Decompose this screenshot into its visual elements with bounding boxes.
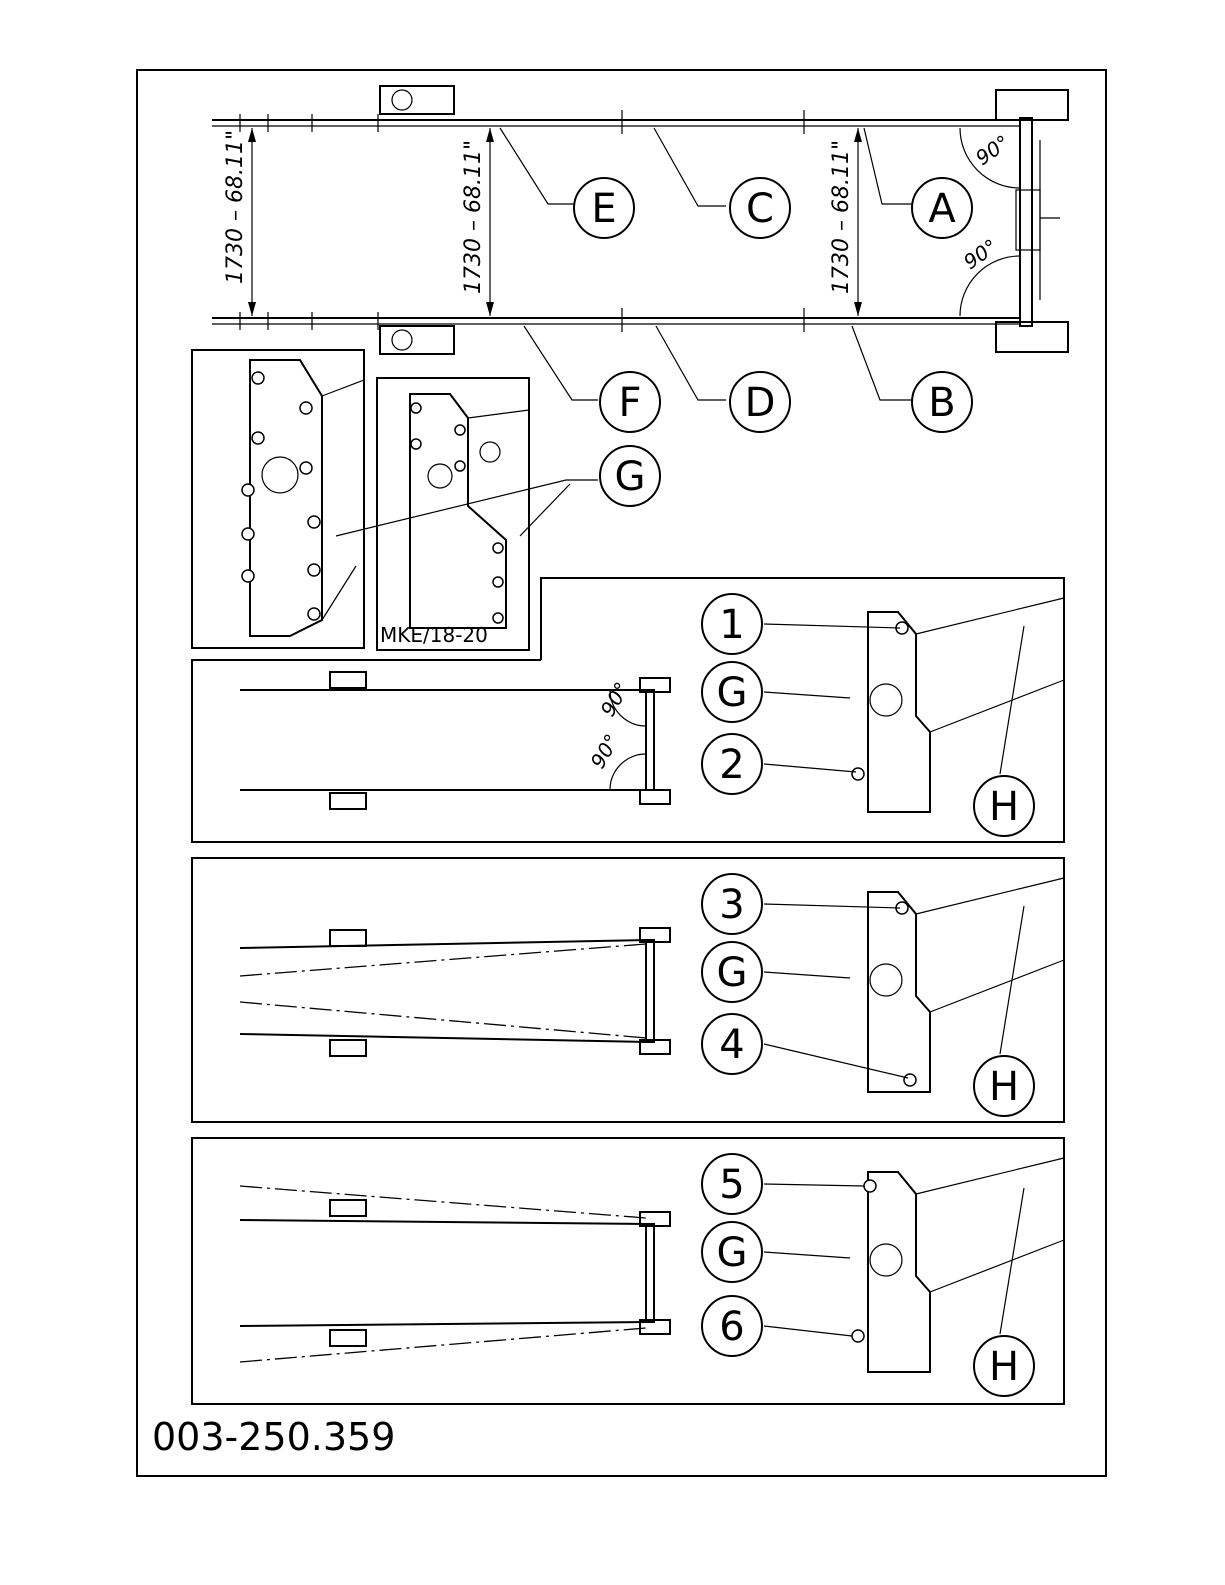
svg-text:D: D — [745, 380, 776, 426]
panel-1-joint — [852, 598, 1064, 812]
panel-2-callout-g: G — [702, 942, 762, 1002]
svg-text:C: C — [746, 186, 774, 232]
svg-text:B: B — [928, 380, 955, 426]
svg-text:H: H — [989, 784, 1019, 830]
dimension-right: 1730 – 68.11" — [829, 140, 854, 294]
angle-upper: 90° — [971, 130, 1014, 170]
svg-text:G: G — [615, 454, 646, 500]
panel-1-frame-view: 90° 90° — [240, 672, 670, 809]
svg-text:H: H — [989, 1064, 1019, 1110]
panel-1-callout-2: 2 — [702, 734, 762, 794]
panel-3-border — [192, 1138, 1064, 1404]
detail-label: MKE/18-20 — [380, 623, 488, 647]
svg-text:G: G — [717, 1230, 748, 1276]
callout-e: E — [574, 178, 634, 238]
callout-f: F — [600, 372, 660, 432]
panel-3-callout-g: G — [702, 1222, 762, 1282]
svg-text:6: 6 — [719, 1304, 744, 1350]
svg-text:2: 2 — [719, 742, 744, 788]
svg-text:H: H — [989, 1344, 1019, 1390]
panel-2-frame-view — [240, 928, 670, 1056]
callout-d: D — [730, 372, 790, 432]
dimension-middle: 1730 – 68.11" — [461, 140, 486, 294]
svg-text:4: 4 — [719, 1022, 744, 1068]
panel-3-callout-5: 5 — [702, 1154, 762, 1214]
panel-2-joint — [868, 878, 1064, 1092]
drawing-number: 003-250.359 — [152, 1415, 395, 1459]
sheet-border — [137, 70, 1106, 1476]
panel-3-joint — [852, 1158, 1064, 1372]
svg-text:A: A — [928, 186, 956, 232]
panel-1-callout-h: H — [974, 776, 1034, 836]
callout-b: B — [912, 372, 972, 432]
svg-text:G: G — [717, 670, 748, 716]
callout-c: C — [730, 178, 790, 238]
panel-2-callout-3: 3 — [702, 874, 762, 934]
dimension-left: 1730 – 68.11" — [223, 130, 248, 284]
callout-a: A — [912, 178, 972, 238]
svg-text:G: G — [717, 950, 748, 996]
svg-text:E: E — [591, 186, 616, 232]
panel-2-callout-h: H — [974, 1056, 1034, 1116]
angle-lower: 90° — [959, 234, 1002, 274]
panel-1-callout-1: 1 — [702, 594, 762, 654]
svg-text:3: 3 — [719, 882, 744, 928]
svg-text:5: 5 — [719, 1162, 744, 1208]
panel-3-callout-h: H — [974, 1336, 1034, 1396]
panel-2-callout-4: 4 — [702, 1014, 762, 1074]
panel-3-frame-view — [240, 1186, 670, 1362]
svg-text:1: 1 — [719, 602, 744, 648]
panel-3-callout-6: 6 — [702, 1296, 762, 1356]
detail-joint-left — [192, 350, 364, 648]
panel-1-angle-upper: 90° — [596, 678, 635, 721]
detail-joint-right: MKE/18-20 — [377, 378, 529, 650]
callout-g-detail: G — [600, 446, 660, 506]
panel-2-border — [192, 858, 1064, 1122]
svg-text:F: F — [618, 380, 641, 426]
panel-1-callout-g: G — [702, 662, 762, 722]
top-frame-view: 1730 – 68.11" 1730 – 68.11" 1730 – 68.11… — [212, 86, 1068, 432]
